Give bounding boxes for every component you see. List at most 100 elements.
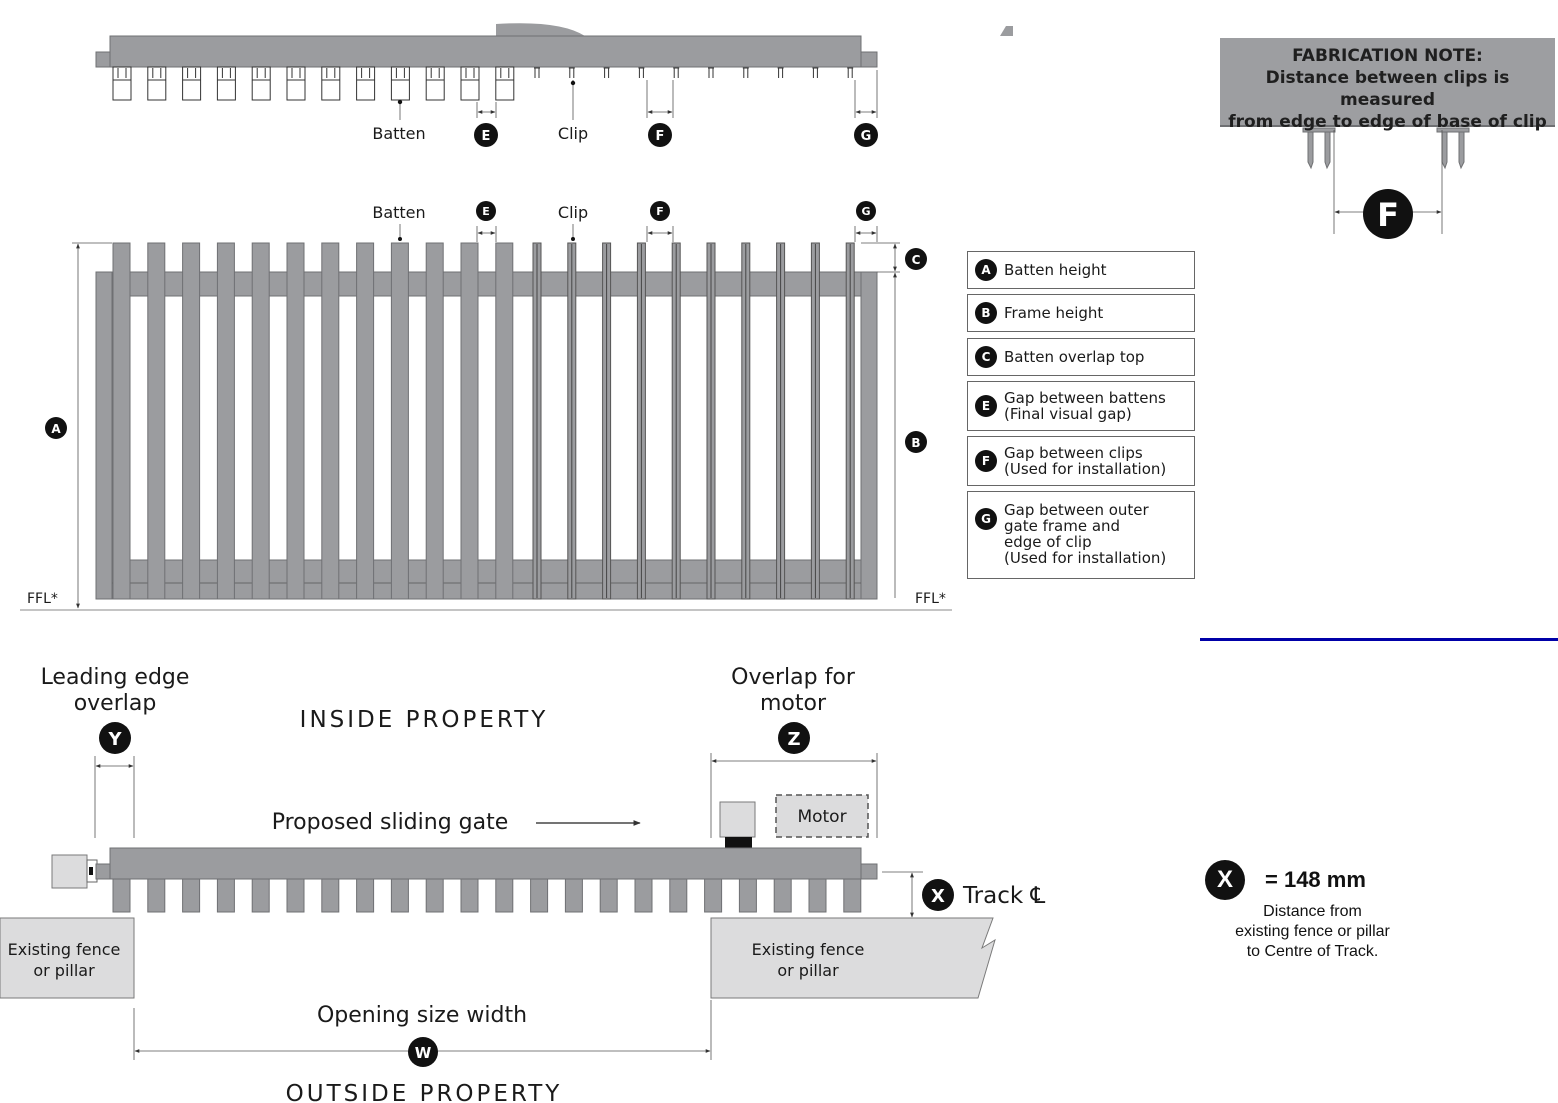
legend-badge-a: A: [975, 259, 997, 281]
elevation-clip: [532, 242, 542, 600]
top-clip: [708, 67, 714, 78]
legend-text-a: Batten height: [1004, 261, 1107, 279]
badge-b-text: B: [911, 436, 920, 450]
legend-text-b: Frame height: [1004, 304, 1104, 322]
leading-edge-label-1: Leading edge: [41, 665, 190, 690]
top-rail: [109, 35, 862, 68]
badge-x-text: X: [931, 886, 945, 907]
x-note-description: Distance from existing fence or pillar t…: [1235, 903, 1390, 960]
top-batten: [182, 66, 202, 101]
bottom-frame-rail: [111, 559, 862, 600]
top-battens: [112, 66, 515, 101]
plan-batten: [425, 878, 444, 913]
legend-item-f: F Gap between clips (Used for installati…: [967, 436, 1195, 486]
top-clip: [847, 67, 854, 78]
top-clip: [812, 67, 819, 78]
elevation-batten: [460, 242, 479, 600]
plan-gate-rail: [109, 847, 862, 880]
elevation-clip: [706, 242, 716, 600]
top-batten: [251, 66, 271, 101]
plan-batten: [634, 878, 653, 913]
top-frame-rail: [111, 271, 862, 297]
overlap-motor-label-1: Overlap for: [731, 665, 856, 690]
plan-batten: [530, 878, 549, 913]
elevation-clip: [741, 242, 751, 600]
elevation-batten: [425, 242, 444, 600]
badge-w-text: W: [415, 1044, 432, 1062]
plan-batten: [182, 878, 201, 913]
elev-badge-g: [856, 201, 876, 221]
frame-post-left: [95, 271, 113, 600]
badge-y: [99, 722, 131, 754]
frame-end-right: [860, 51, 878, 68]
ffl-right: FFL*: [915, 591, 946, 607]
top-batten-label: Batten: [372, 124, 425, 143]
elevation-batten: [251, 242, 270, 600]
plan-view: Leading edge overlap Y INSIDE PROPERTY O…: [0, 665, 1045, 1103]
fence-left: [0, 917, 135, 999]
top-batten: [390, 66, 410, 101]
badge-y-text: Y: [107, 729, 122, 750]
badge-g: [854, 123, 878, 147]
elevation-batten: [286, 242, 305, 600]
ffl-left: FFL*: [27, 591, 58, 607]
elevation-clip: [845, 242, 855, 600]
legend-item-e: E Gap between battens (Final visual gap): [967, 381, 1195, 431]
legend-item-b: B Frame height: [967, 294, 1195, 332]
legend-text-e: Gap between battens (Final visual gap): [1004, 389, 1166, 423]
legend-text-g: Gap between outer gate frame and edge of…: [1004, 501, 1167, 567]
badge-a-text: A: [51, 422, 61, 436]
motor-label: Motor: [797, 807, 846, 827]
divider-rule: [1200, 638, 1558, 641]
fence-left-label-1: Existing fence: [8, 940, 121, 959]
top-batten: [147, 66, 167, 101]
badge-g-text: G: [861, 129, 872, 144]
elevation-batten: [216, 242, 235, 600]
plan-batten: [147, 878, 166, 913]
plan-batten: [738, 878, 757, 913]
elev-badge-e: [476, 201, 496, 221]
legend-item-a: A Batten height: [967, 251, 1195, 289]
top-batten: [216, 66, 236, 101]
badge-e-text: E: [482, 129, 491, 144]
legend-badge-g: G: [975, 508, 997, 530]
detail-badge-f: [1363, 189, 1413, 239]
fabrication-detail: F: [1302, 127, 1470, 239]
elevation-batten: [390, 242, 409, 600]
badge-f: [648, 123, 672, 147]
badge-f-text: F: [656, 129, 665, 144]
badge-c-text: C: [912, 253, 921, 267]
elevation-clips: [532, 242, 855, 600]
artifact-shape: [496, 23, 585, 36]
detail-clip-right: [1436, 127, 1470, 170]
x-note-value: = 148 mm: [1265, 867, 1366, 892]
plan-batten: [495, 878, 514, 913]
plan-batten: [669, 878, 688, 913]
plan-batten: [321, 878, 340, 913]
elevation-clip: [671, 242, 681, 600]
elevation-batten: [112, 242, 131, 600]
elevation-batten: [495, 242, 514, 600]
elevation-clip: [810, 242, 820, 600]
outside-property-label: OUTSIDE PROPERTY: [286, 1081, 563, 1103]
motor-box: [775, 794, 869, 838]
badge-e: [474, 123, 498, 147]
top-clip: [742, 67, 749, 78]
frame-post-right: [860, 271, 878, 600]
elevation-batten: [182, 242, 201, 600]
legend-item-g: G Gap between outer gate frame and edge …: [967, 491, 1195, 579]
top-clip: [777, 67, 784, 78]
plan-batten: [599, 878, 618, 913]
fence-right: [710, 917, 996, 999]
top-batten: [112, 66, 132, 101]
top-clip: [568, 67, 575, 78]
badge-w: [408, 1037, 438, 1067]
top-batten: [495, 66, 515, 101]
legend-text-c: Batten overlap top: [1004, 348, 1145, 366]
elev-clip-label: Clip: [558, 203, 588, 222]
top-batten: [460, 66, 480, 101]
plan-batten: [356, 878, 375, 913]
elevation-clip: [636, 242, 646, 600]
legend-badge-f: F: [975, 450, 997, 472]
